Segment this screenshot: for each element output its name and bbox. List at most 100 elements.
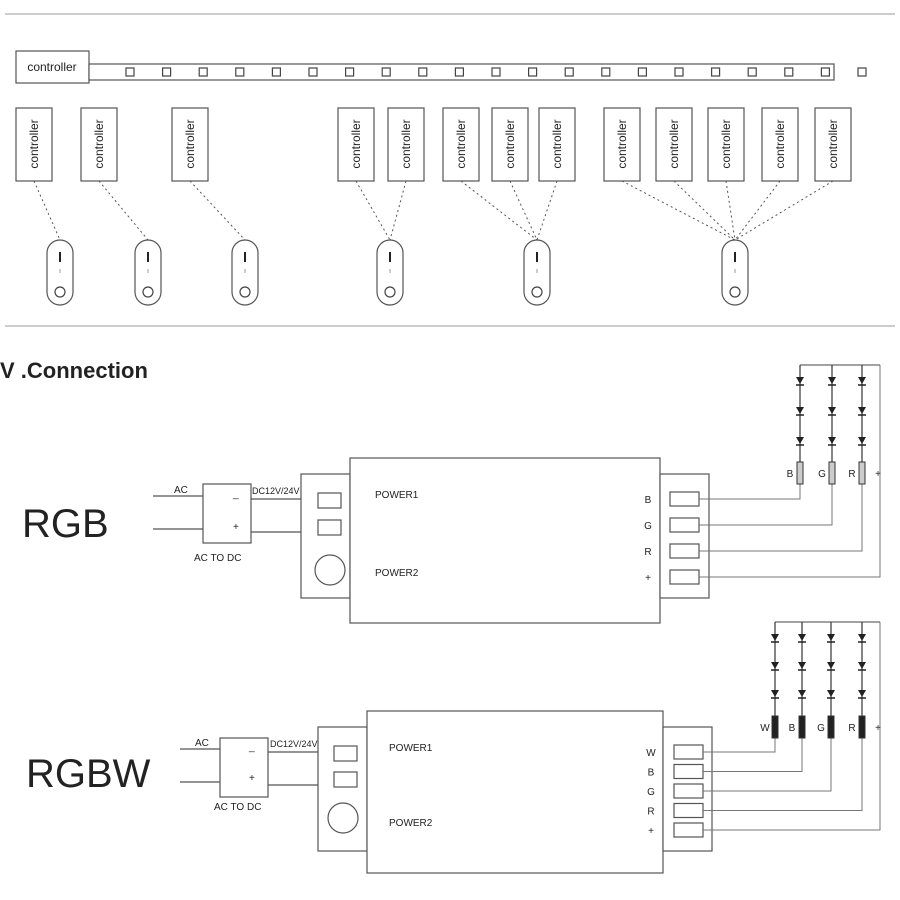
rgbw-diagram: RGBW AC _ + AC TO DC DC12V/24V POWER1 PO…	[26, 621, 881, 874]
strip-label: +	[875, 469, 881, 480]
controller-row: controller controller controller controller…	[15, 107, 852, 182]
rgb-diagram: RGB AC _ + AC TO DC DC12V/24V POWER1 POW…	[22, 364, 881, 624]
rgb-power2-label: POWER2	[375, 568, 419, 579]
dashed-link	[33, 180, 61, 241]
remote-button	[384, 286, 396, 298]
led-diode	[827, 634, 835, 641]
terminal-label: G	[644, 521, 652, 532]
controller-box	[761, 107, 799, 182]
strip-label: G	[817, 723, 825, 734]
led-diode	[858, 407, 866, 414]
strip-led	[710, 67, 721, 77]
strip-led	[601, 67, 611, 77]
wire	[699, 474, 833, 526]
controller-box	[814, 107, 852, 182]
strip-led-row	[125, 67, 867, 77]
wire	[703, 727, 832, 792]
strip-led	[820, 67, 831, 77]
dashed-link	[725, 180, 736, 241]
terminal-label: B	[645, 495, 652, 506]
terminal-slot	[669, 517, 700, 533]
terminal-slot	[673, 744, 704, 760]
remote-links	[33, 180, 834, 241]
strip-led	[527, 67, 538, 77]
strip-led	[381, 67, 391, 77]
strip-led	[125, 67, 135, 77]
section-heading: V .Connection	[0, 358, 148, 383]
controller-label: controller	[454, 119, 468, 168]
terminal-label: B	[648, 768, 655, 779]
controller-label: controller	[773, 119, 787, 168]
rgbw-wires	[703, 727, 881, 831]
wire	[699, 474, 863, 552]
controller-label: controller	[667, 119, 681, 168]
strip-led	[308, 67, 318, 77]
remote-button	[239, 286, 251, 298]
wire	[699, 474, 881, 578]
led-diode	[858, 690, 866, 697]
led-diode	[828, 407, 836, 414]
rgbw-minus-label: _	[248, 742, 255, 753]
terminal-label: R	[644, 547, 651, 558]
controller-box	[171, 107, 209, 182]
strip-led	[271, 67, 281, 77]
remote-button	[729, 286, 741, 298]
wire	[703, 727, 863, 811]
terminal-slot	[673, 822, 704, 838]
controller-label: controller	[719, 119, 733, 168]
led-diode	[796, 377, 804, 384]
resistor	[858, 715, 866, 739]
terminal-label: +	[648, 826, 654, 837]
strip-label: B	[787, 469, 794, 480]
rgbw-plus-label: +	[249, 773, 255, 784]
led-diode	[771, 634, 779, 641]
led-diode	[798, 634, 806, 641]
controller-box	[538, 107, 576, 182]
terminal-slot	[673, 783, 704, 799]
dashed-link	[460, 180, 538, 241]
dashed-link	[734, 180, 834, 241]
terminal-slot	[669, 491, 700, 507]
dashed-link	[389, 180, 407, 241]
rgb-controller	[349, 457, 661, 624]
led-diode	[858, 634, 866, 641]
strip-label: B	[789, 723, 796, 734]
rgbw-ac-label: AC	[195, 738, 209, 749]
rgb-dc-label: DC12V/24V	[252, 486, 300, 496]
strip-led	[784, 67, 794, 77]
strip-led	[747, 67, 757, 77]
rgb-plus-label: +	[233, 522, 239, 533]
resistor	[771, 715, 779, 739]
dashed-link	[98, 180, 149, 241]
wire	[703, 727, 803, 772]
rgb-ac-label: AC	[174, 485, 188, 496]
rgbw-ac-dc-converter	[219, 737, 269, 798]
strip-led	[162, 67, 172, 77]
led-diode	[828, 377, 836, 384]
resistor	[858, 461, 866, 485]
rgbw-power2-label: POWER2	[389, 818, 433, 829]
wire	[703, 727, 881, 831]
led-diode	[858, 377, 866, 384]
remote-button	[54, 286, 66, 298]
led-diode	[858, 662, 866, 669]
rgbw-title: RGBW	[26, 752, 151, 796]
controller-box	[603, 107, 641, 182]
terminal-label: +	[645, 573, 651, 584]
controller-box	[80, 107, 118, 182]
strip-label: G	[818, 469, 826, 480]
rgb-title: RGB	[22, 502, 109, 546]
strip-led	[198, 67, 208, 77]
led-diode	[828, 437, 836, 444]
controller-box	[491, 107, 529, 182]
rgb-wires	[699, 474, 881, 578]
controller-box	[707, 107, 745, 182]
strip-label: R	[848, 469, 855, 480]
strip-led	[235, 67, 245, 77]
dashed-link	[536, 180, 558, 241]
dashed-link	[509, 180, 538, 241]
rgb-ac-dc-converter	[202, 483, 252, 544]
strip-led	[345, 67, 355, 77]
strip-led	[637, 67, 648, 77]
